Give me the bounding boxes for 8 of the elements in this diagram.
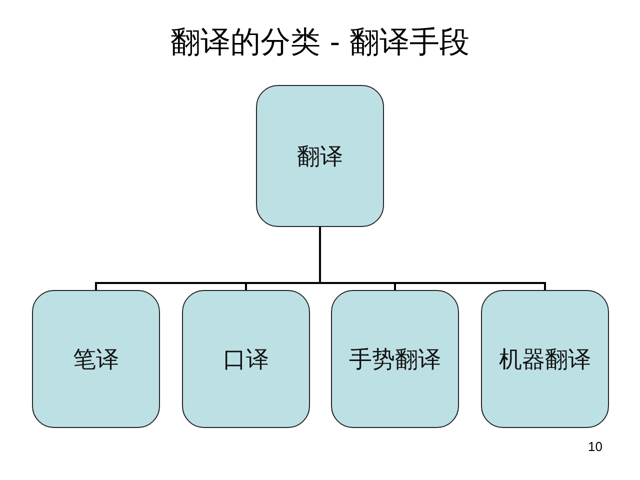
rounded-box: 手势翻译 [331, 290, 459, 428]
rounded-box: 翻译 [256, 85, 384, 227]
rounded-box: 笔译 [32, 290, 160, 428]
rounded-box: 机器翻译 [481, 290, 609, 428]
connector-line [319, 227, 546, 290]
page-number: 10 [588, 439, 602, 454]
slide-title: 翻译的分类 - 翻译手段 [169, 24, 471, 62]
rounded-box: 口译 [182, 290, 310, 428]
